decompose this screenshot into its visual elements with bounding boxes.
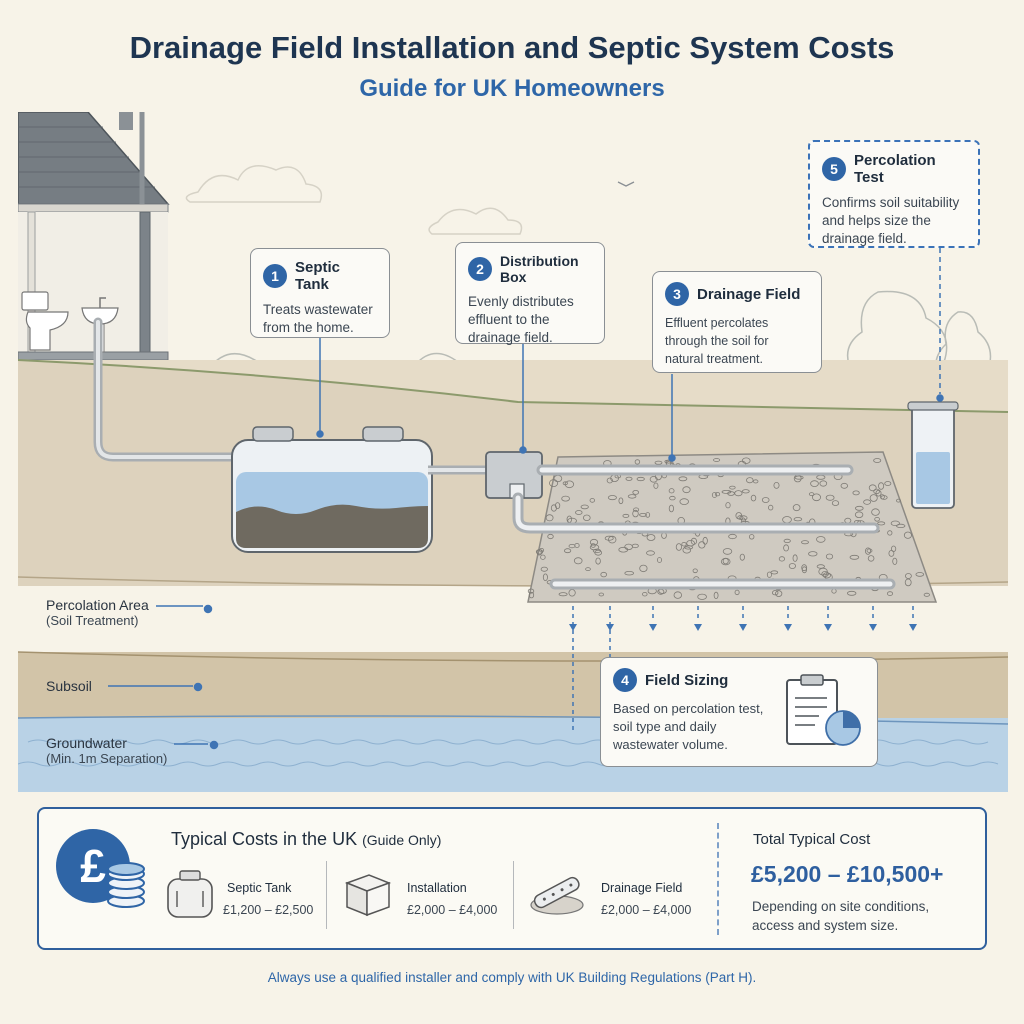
leader-lines	[108, 248, 944, 750]
percolation-test-pit	[907, 401, 959, 509]
toilet-icon	[21, 291, 69, 351]
callout-number: 1	[263, 264, 287, 288]
layer-name: Percolation Area	[46, 597, 149, 613]
coins-icon	[107, 862, 145, 908]
cost-divider	[513, 861, 514, 929]
cost-item-price: £1,200 – £2,500	[223, 903, 314, 917]
cost-divider	[326, 861, 327, 929]
callout-title: Drainage Field	[697, 285, 801, 303]
footer-note: Always use a qualified installer and com…	[267, 970, 757, 985]
cost-heading-text: Typical Costs in the UK	[171, 829, 358, 849]
grass-line	[17, 359, 1009, 413]
callout-percolation-test: 5 Percolation Test Confirms soil suitabil…	[808, 140, 980, 248]
box-icon	[485, 451, 543, 499]
callout-drainage-field: 3 Drainage Field Effluent percolates thro…	[652, 271, 822, 373]
callout-distribution-box: 2 Distribution Box Evenly distributes eff…	[455, 242, 605, 345]
cost-item-name: Drainage Field	[601, 881, 683, 895]
callout-number: 2	[468, 257, 492, 281]
tank-icon	[167, 870, 213, 918]
tank-icon	[231, 426, 433, 553]
cost-item-name: Installation	[407, 881, 467, 895]
callout-text: Evenly distributes effluent to the drain…	[468, 294, 574, 345]
callout-text: Treats wastewater from the home.	[263, 302, 373, 335]
callout-title: Percolation Test	[854, 152, 936, 186]
layer-subtext: (Min. 1m Separation)	[46, 751, 168, 766]
layer-name: Groundwater	[46, 735, 127, 751]
callout-number: 4	[613, 668, 637, 692]
callout-septic-tank: 1 Septic Tank Treats wastewater from the …	[250, 248, 390, 338]
page-subtitle: Guide for UK Homeowners	[359, 75, 665, 102]
cross-section-scene: 1 Septic Tank Treats wastewater from the …	[17, 111, 1009, 792]
callout-field-sizing: 4 Field Sizing Based on percolation test,…	[600, 657, 878, 767]
cost-heading: Typical Costs in the UK (Guide Only)	[171, 829, 441, 850]
bird-shape	[617, 181, 635, 187]
callout-number: 3	[665, 282, 689, 306]
layer-label-groundwater: Groundwater (Min. 1m Separation)	[46, 735, 167, 766]
cost-item-name: Septic Tank	[227, 881, 292, 895]
layer-subtext: (Soil Treatment)	[46, 613, 139, 628]
cost-panel: £ Typical Costs in the UK (Guide Only) S…	[37, 807, 987, 950]
callout-text: Effluent percolates through the soil for…	[665, 316, 769, 366]
box-icon	[344, 874, 392, 917]
total-cost-label: Total Typical Cost	[753, 831, 871, 848]
layer-label-subsoil: Subsoil	[46, 678, 92, 694]
cost-divider	[717, 823, 719, 935]
page-title: Drainage Field Installation and Septic S…	[129, 30, 895, 65]
cost-heading-note: (Guide Only)	[362, 832, 442, 848]
pipe-icon	[530, 876, 584, 915]
layer-label-percolation: Percolation Area (Soil Treatment)	[46, 597, 149, 628]
layer-name: Subsoil	[46, 678, 92, 694]
callout-text: Confirms soil suitability and helps size…	[822, 195, 960, 246]
callout-title: Field Sizing	[645, 671, 729, 689]
ground-surface	[18, 360, 1008, 412]
total-cost-value: £5,200 – £10,500+	[751, 861, 944, 887]
distribution-pipes	[512, 464, 896, 590]
callout-title: Septic Tank	[295, 259, 341, 293]
callout-text: Based on percolation test, soil type and…	[613, 701, 764, 752]
callout-number: 5	[822, 157, 846, 181]
clipboard-icon	[786, 674, 861, 746]
cloud-shape	[428, 207, 523, 235]
cloud-shape	[185, 165, 323, 203]
cost-item-price: £2,000 – £4,000	[407, 903, 498, 917]
cost-item-price: £2,000 – £4,000	[601, 903, 692, 917]
callout-title: Distribution Box	[500, 253, 579, 285]
total-cost-note: Depending on site conditions, access and…	[752, 899, 930, 933]
